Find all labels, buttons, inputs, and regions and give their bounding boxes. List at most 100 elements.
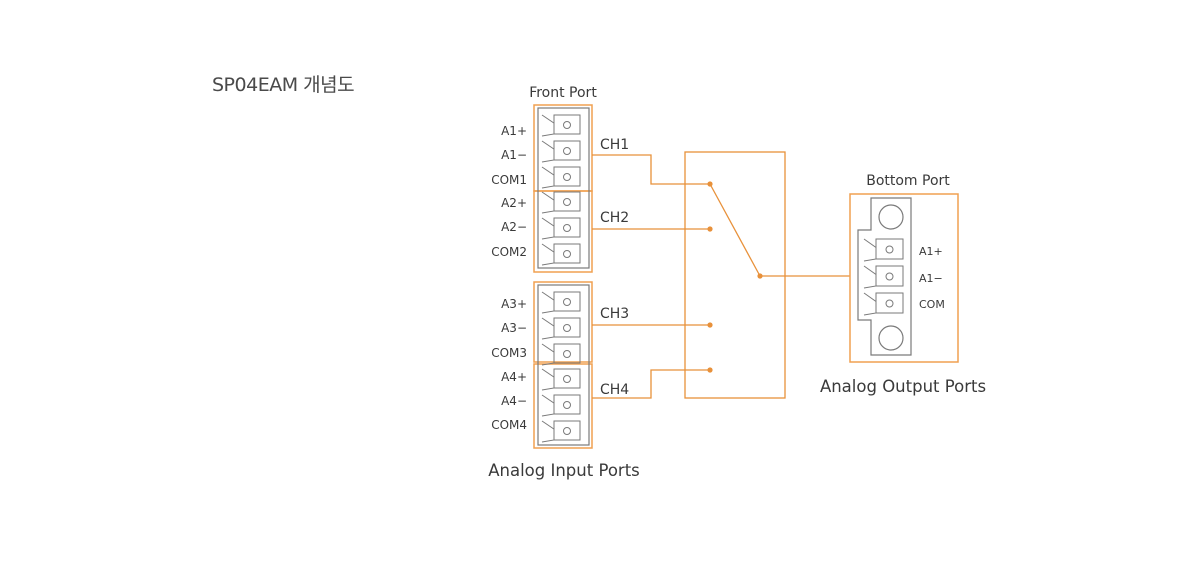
- front-port-label: Front Port: [529, 85, 597, 101]
- front-terminal-4-screw: [563, 198, 571, 206]
- bottom-port-label: Bottom Port: [866, 173, 950, 189]
- front-terminal-5-clamp: [541, 217, 555, 240]
- front-group-box-2: [533, 190, 593, 273]
- front-group-box-4: [533, 363, 593, 449]
- channel-label-ch3: CH3: [600, 306, 629, 322]
- channel-label-ch1: CH1: [600, 137, 629, 153]
- front-terminals: [541, 114, 581, 443]
- front-terminal-8-screw: [563, 324, 571, 332]
- front-terminal-10-screw: [563, 375, 571, 383]
- front-terminal-3-clamp: [541, 166, 555, 189]
- front-terminal-12-clamp: [541, 420, 555, 443]
- front-terminal-3-housing: [553, 166, 581, 187]
- front-terminal-1-clamp: [541, 114, 555, 137]
- front-terminal-2-housing: [553, 140, 581, 161]
- front-terminal-10-housing: [553, 368, 581, 389]
- bottom-terminal-1: [863, 238, 904, 262]
- pin-label-a4-plus: A4+: [501, 370, 527, 384]
- wire-ch4: [592, 369, 710, 399]
- front-terminal-6-screw: [563, 250, 571, 258]
- pin-label-com4: COM4: [491, 418, 527, 432]
- pin-label-a2-plus: A2+: [501, 196, 527, 210]
- pin-label-a1-minus: A1−: [501, 148, 527, 162]
- pin-label-com3: COM3: [491, 346, 527, 360]
- front-terminal-4: [541, 191, 581, 214]
- page-title: SP04EAM 개념도: [212, 74, 355, 96]
- front-terminal-7-clamp: [541, 291, 555, 314]
- front-terminal-11-screw: [563, 401, 571, 409]
- front-group-box-1: [533, 104, 593, 192]
- front-terminal-7-screw: [563, 298, 571, 306]
- front-terminal-2-clamp: [541, 140, 555, 163]
- mount-hole-bottom: [878, 325, 904, 351]
- pin-label-a3-minus: A3−: [501, 321, 527, 335]
- bottom-terminal-3-housing: [875, 292, 904, 314]
- front-terminal-5-screw: [563, 224, 571, 232]
- front-terminal-7-housing: [553, 291, 581, 312]
- pin-label-a3-plus: A3+: [501, 297, 527, 311]
- front-terminal-10-clamp: [541, 368, 555, 391]
- wiring: [592, 151, 850, 399]
- channel-label-ch2: CH2: [600, 210, 629, 226]
- front-terminal-10: [541, 368, 581, 391]
- bottom-terminal-3-screw: [885, 299, 894, 308]
- bottom-pin-label-a1-plus: A1+: [919, 245, 943, 258]
- front-terminal-11-housing: [553, 394, 581, 415]
- bottom-pin-label-com: COM: [919, 298, 945, 311]
- front-terminal-6-housing: [553, 243, 581, 264]
- contact-ch3: [707, 322, 713, 328]
- contact-ch2: [707, 226, 713, 232]
- front-terminal-6-clamp: [541, 243, 555, 266]
- front-terminal-12-screw: [563, 427, 571, 435]
- wire-ch1: [592, 154, 710, 185]
- front-terminal-4-housing: [553, 191, 581, 212]
- pin-label-a1-plus: A1+: [501, 124, 527, 138]
- front-terminal-3: [541, 166, 581, 189]
- bottom-terminal-1-clamp: [863, 238, 877, 262]
- front-port-caption: Analog Input Ports: [488, 461, 640, 480]
- front-terminal-2-screw: [563, 147, 571, 155]
- bottom-port-box: [849, 193, 959, 363]
- front-terminal-2: [541, 140, 581, 163]
- contact-ch4: [707, 367, 713, 373]
- front-group-box-3: [533, 281, 593, 363]
- pin-label-com2: COM2: [491, 245, 527, 259]
- front-connector-lower: [537, 284, 590, 446]
- front-terminal-12-housing: [553, 420, 581, 441]
- front-terminal-1: [541, 114, 581, 137]
- front-terminal-9-housing: [553, 343, 581, 364]
- front-terminal-9-screw: [563, 350, 571, 358]
- channel-label-ch4: CH4: [600, 382, 629, 398]
- bottom-terminal-3: [863, 292, 904, 316]
- bottom-terminal-2: [863, 265, 904, 289]
- contact-ch1: [707, 181, 713, 187]
- bottom-connector-outline: [857, 197, 912, 356]
- bottom-terminal-2-screw: [885, 272, 894, 281]
- front-connector-upper: [537, 107, 590, 269]
- switch-box: [684, 151, 786, 399]
- pin-label-a2-minus: A2−: [501, 220, 527, 234]
- front-terminal-7: [541, 291, 581, 314]
- front-terminal-1-housing: [553, 114, 581, 135]
- front-terminal-11-clamp: [541, 394, 555, 417]
- front-terminal-12: [541, 420, 581, 443]
- front-terminal-6: [541, 243, 581, 266]
- front-terminal-4-clamp: [541, 191, 555, 214]
- bottom-terminal-2-clamp: [863, 265, 877, 289]
- bottom-pin-label-a1-minus: A1−: [919, 272, 943, 285]
- front-terminal-8-clamp: [541, 317, 555, 340]
- front-terminal-8-housing: [553, 317, 581, 338]
- pin-label-a4-minus: A4−: [501, 394, 527, 408]
- front-terminal-1-screw: [563, 121, 571, 129]
- bottom-terminal-3-clamp: [863, 292, 877, 316]
- switch-contacts: [707, 181, 763, 373]
- front-terminal-11: [541, 394, 581, 417]
- mount-hole-top: [878, 204, 904, 230]
- bottom-terminal-1-housing: [875, 238, 904, 260]
- front-terminal-8: [541, 317, 581, 340]
- front-terminal-5: [541, 217, 581, 240]
- pin-label-com1: COM1: [491, 173, 527, 187]
- bottom-terminal-1-screw: [885, 245, 894, 254]
- bottom-port-caption: Analog Output Ports: [820, 377, 986, 396]
